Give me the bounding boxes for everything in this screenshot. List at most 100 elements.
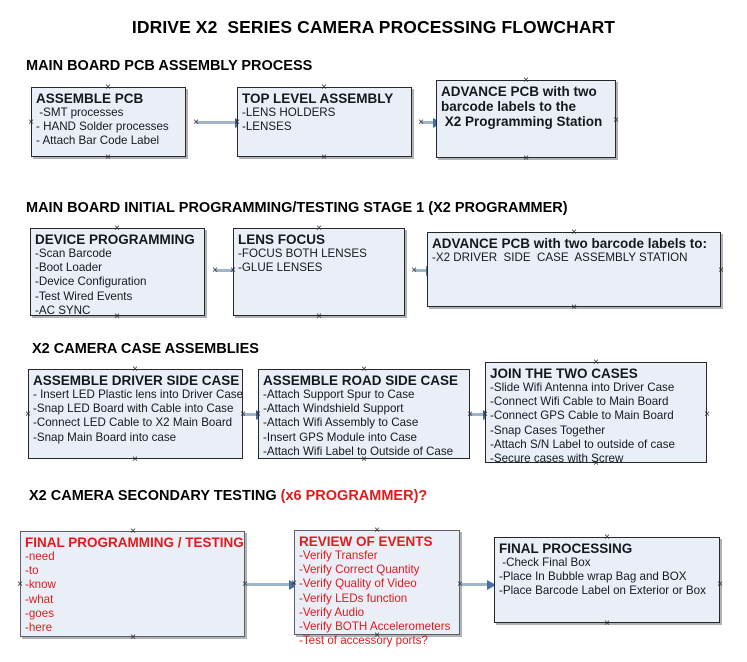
flow-box-overflow-line: -Test of accessory ports?	[299, 633, 428, 647]
section-heading-x2-camera-secondary-testing: X2 CAMERA SECONDARY TESTING (x6 PROGRAMM…	[29, 488, 427, 504]
selection-handle-icon[interactable]	[24, 410, 33, 419]
flow-box-line: -Verify BOTH Accelerometers	[299, 620, 451, 634]
selection-handle-icon[interactable]	[373, 526, 382, 535]
flow-box-line: -know	[25, 578, 56, 592]
section-heading-text: MAIN BOARD PCB ASSEMBLY PROCESS	[26, 58, 313, 74]
selection-handle-icon[interactable]	[239, 410, 248, 419]
selection-handle-icon[interactable]	[129, 527, 138, 536]
flow-box-title: ASSEMBLE ROAD SIDE CASE	[263, 373, 459, 388]
flow-box-line: -Snap Cases Together	[490, 423, 606, 437]
flow-box-join-the-two-cases[interactable]: JOIN THE TWO CASES -Slide Wifi Antenna i…	[485, 362, 707, 465]
flow-box-line: -Boot Loader	[35, 261, 103, 275]
page-title: IDRIVE X2 SERIES CAMERA PROCESSING FLOWC…	[131, 17, 616, 37]
selection-handle-icon[interactable]	[104, 83, 113, 92]
selection-handle-icon[interactable]	[320, 153, 329, 162]
selection-handle-icon[interactable]	[360, 365, 369, 374]
flow-box-line: -Attach Windshield Support	[263, 402, 404, 416]
flow-box-line: -Attach Wifi Assembly to Case	[263, 416, 419, 430]
selection-handle-icon[interactable]	[113, 224, 122, 233]
flow-box-line: -LENS HOLDERS	[242, 106, 336, 119]
flow-box-line: -what	[25, 592, 54, 606]
selection-handle-icon[interactable]	[27, 118, 36, 127]
connector-final-programming-to-review-of-events[interactable]	[245, 579, 298, 590]
selection-handle-icon[interactable]	[129, 633, 138, 642]
selection-handle-icon[interactable]	[570, 228, 579, 237]
flow-box-line: -Check Final Box	[499, 556, 591, 569]
selection-handle-icon[interactable]	[522, 76, 531, 85]
selection-handle-icon[interactable]	[717, 266, 726, 275]
flow-box-line: -need	[25, 550, 55, 563]
flow-box-line: -Place In Bubble wrap Bag and BOX	[499, 570, 687, 584]
flow-box-line: -Verify Correct Quantity	[299, 563, 420, 577]
selection-handle-icon[interactable]	[192, 118, 201, 127]
selection-handle-icon[interactable]	[612, 116, 621, 125]
selection-handle-icon[interactable]	[131, 365, 140, 374]
selection-handle-icon[interactable]	[315, 312, 324, 321]
flow-box-advance-pcb-to-x2-programming-station[interactable]: ADVANCE PCB with two barcode labels to t…	[436, 80, 616, 158]
section-heading-main-board-initial-programming: MAIN BOARD INITIAL PROGRAMMING/TESTING S…	[26, 200, 568, 216]
connector-assemble-pcb-to-top-level-assembly[interactable]	[196, 117, 244, 128]
flow-box-final-programming-testing[interactable]: FINAL PROGRAMMING / TESTING -need -to -k…	[20, 531, 245, 637]
selection-handle-icon[interactable]	[592, 358, 601, 367]
flow-box-final-processing[interactable]: FINAL PROCESSING -Check Final Box -Place…	[494, 537, 720, 623]
selection-handle-icon[interactable]	[320, 83, 329, 92]
connector-review-of-events-to-final-processing[interactable]	[460, 579, 496, 590]
selection-handle-icon[interactable]	[131, 455, 140, 464]
selection-handle-icon[interactable]	[229, 266, 238, 275]
flow-box-line: - Attach Bar Code Label	[36, 134, 160, 148]
flow-box-title: ASSEMBLE DRIVER SIDE CASE	[33, 373, 240, 388]
flow-box-line: -Snap LED Board with Cable into Case	[33, 402, 234, 416]
flow-box-assemble-road-side-case[interactable]: ASSEMBLE ROAD SIDE CASE -Attach Support …	[258, 369, 470, 459]
selection-handle-icon[interactable]	[592, 459, 601, 468]
selection-handle-icon[interactable]	[481, 410, 490, 419]
selection-handle-icon[interactable]	[417, 118, 426, 127]
selection-handle-icon[interactable]	[603, 533, 612, 542]
flow-box-assemble-driver-side-case[interactable]: ASSEMBLE DRIVER SIDE CASE - Insert LED P…	[28, 369, 243, 459]
selection-handle-icon[interactable]	[241, 580, 250, 589]
flow-box-device-programming[interactable]: DEVICE PROGRAMMING -Scan Barcode -Boot L…	[30, 228, 205, 317]
selection-handle-icon[interactable]	[603, 619, 612, 628]
flow-box-line: -to	[25, 564, 39, 578]
flow-box-line: -Slide Wifi Antenna into Driver Case	[490, 381, 675, 394]
selection-handle-icon[interactable]	[233, 118, 242, 127]
flow-box-line: -here	[25, 621, 53, 635]
selection-handle-icon[interactable]	[716, 580, 725, 589]
flow-box-advance-pcb-to-driver-side-case-station[interactable]: ADVANCE PCB with two barcode labels to: …	[427, 232, 721, 307]
flow-box-line: -goes	[25, 606, 55, 620]
flow-box-assemble-pcb[interactable]: ASSEMBLE PCB -SMT processes - HAND Solde…	[31, 87, 186, 157]
flow-box-title: REVIEW OF EVENTS	[299, 534, 433, 549]
selection-handle-icon[interactable]	[410, 266, 419, 275]
selection-handle-icon[interactable]	[16, 580, 25, 589]
flow-box-review-of-events[interactable]: REVIEW OF EVENTS -Verify Transfer -Verif…	[294, 530, 460, 647]
selection-handle-icon[interactable]	[104, 153, 113, 162]
flow-box-title: ADVANCE PCB with two barcode labels to:	[432, 236, 708, 251]
selection-handle-icon[interactable]	[456, 580, 465, 589]
selection-handle-icon[interactable]	[360, 455, 369, 464]
selection-handle-icon[interactable]	[466, 410, 475, 419]
selection-handle-icon[interactable]	[570, 303, 579, 312]
selection-handle-icon[interactable]	[113, 312, 122, 321]
flow-box-lens-focus[interactable]: LENS FOCUS -FOCUS BOTH LENSES -GLUE LENS…	[233, 228, 405, 316]
flow-box-line: -Attach S/N Label to outside of case	[490, 437, 675, 451]
selection-handle-icon[interactable]	[703, 410, 712, 419]
flow-box-line: -Place Barcode Label on Exterior or Box	[499, 584, 706, 598]
section-heading-x2-camera-case-assemblies: X2 CAMERA CASE ASSEMBLIES	[32, 341, 259, 357]
flow-box-line: -Verify Transfer	[299, 549, 378, 562]
selection-handle-icon[interactable]	[290, 579, 299, 588]
flow-box-title: TOP LEVEL ASSEMBLY	[242, 91, 394, 106]
flow-box-line: -Insert GPS Module into Case	[263, 430, 418, 444]
flow-box-line: -Connect LED Cable to X2 Main Board	[33, 416, 233, 430]
flow-box-line: X2 Programming Station	[441, 114, 603, 129]
flow-box-title: FINAL PROGRAMMING / TESTING	[25, 535, 244, 550]
flow-box-line: - Insert LED Plastic lens into Driver Ca…	[33, 388, 244, 401]
selection-handle-icon[interactable]	[211, 266, 220, 275]
section-heading-text: MAIN BOARD INITIAL PROGRAMMING/TESTING S…	[26, 200, 568, 216]
flow-box-top-level-assembly[interactable]: TOP LEVEL ASSEMBLY -LENS HOLDERS -LENSES	[237, 87, 412, 157]
selection-handle-icon[interactable]	[373, 631, 382, 640]
flow-box-title: FINAL PROCESSING	[499, 541, 633, 556]
selection-handle-icon[interactable]	[315, 224, 324, 233]
flow-box-line: -FOCUS BOTH LENSES	[238, 247, 367, 260]
selection-handle-icon[interactable]	[254, 410, 263, 419]
selection-handle-icon[interactable]	[522, 154, 531, 163]
flow-box-line: -GLUE LENSES	[238, 261, 323, 275]
